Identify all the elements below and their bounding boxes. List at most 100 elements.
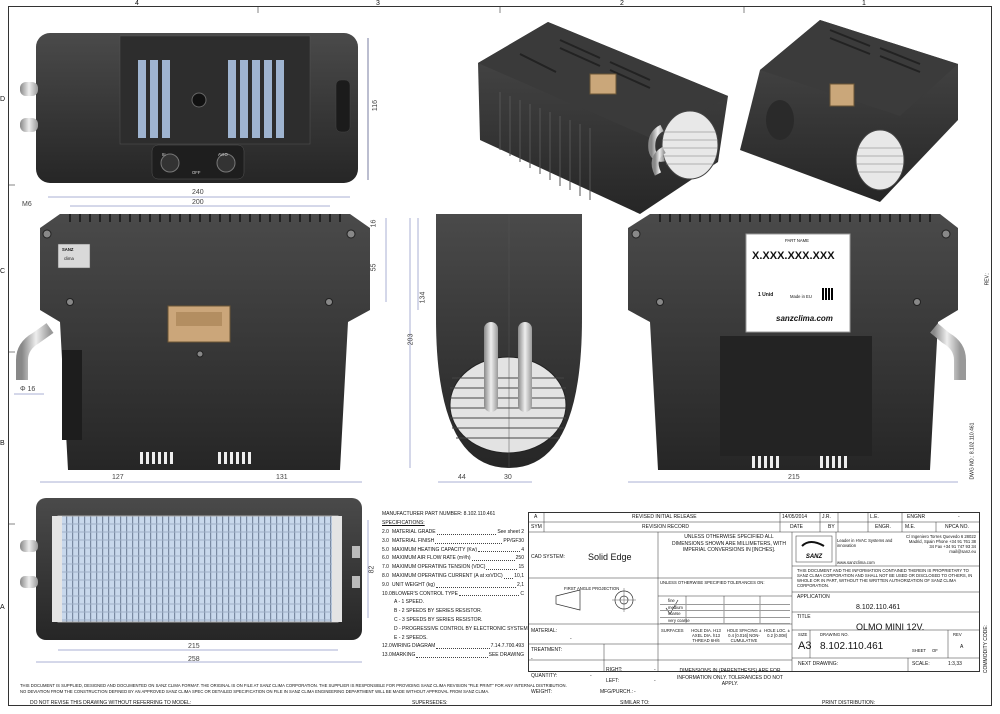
drawing-no-label: DRAWING NO. xyxy=(820,632,849,637)
label-qty: 1 Unid xyxy=(758,292,774,298)
spec-number: 7.0 xyxy=(382,564,389,571)
quantity-value: - xyxy=(590,673,592,679)
zone-row-a: A xyxy=(0,604,5,611)
dim-215-rear: 215 xyxy=(788,474,800,481)
spec-key: MAXIMUM AIR FLOW RATE (m³/h) xyxy=(392,555,471,562)
right-label: RIGHT: xyxy=(606,667,623,673)
drawing-no-value: 8.102.110.461 xyxy=(820,641,884,652)
zone-col-3: 3 xyxy=(376,0,380,7)
dim-phi16: Φ 16 xyxy=(20,386,36,393)
spec-value: 250 xyxy=(515,555,524,562)
dim-203: 203 xyxy=(407,333,415,346)
dim-131: 131 xyxy=(276,474,288,481)
dim-200: 200 xyxy=(192,199,204,206)
footer-notice: THIS DOCUMENT IS SUPPLIED, DESIGNED AND … xyxy=(20,683,567,688)
me-label: M.E. xyxy=(905,524,916,530)
fan-label-2: AVIO xyxy=(218,152,228,157)
spec-leader xyxy=(436,642,490,650)
tolerance-row: coarse xyxy=(660,611,790,618)
spec-value: 7.14.7.700.493 xyxy=(490,643,524,650)
side-view xyxy=(436,214,582,468)
left-label: LEFT: xyxy=(606,678,620,684)
spec-number: 9.0 xyxy=(382,581,389,588)
dimensions-note: DIMENSIONS IN (PARENTHESIS) ARE FOR INFO… xyxy=(677,668,783,687)
sheet-label: SHEET xyxy=(912,648,926,653)
title-value: OLMO MINI 12V. xyxy=(856,622,925,632)
title-block-lines: SANZ xyxy=(528,512,980,672)
top-view xyxy=(20,33,369,183)
dim-240: 240 xyxy=(192,189,204,196)
rev-value: A xyxy=(960,644,964,650)
footer-print-distribution: PRINT DISTRIBUTION: xyxy=(822,700,875,706)
control-type-item: B - 2 SPEEDS BY SERIES RESISTOR. xyxy=(394,608,483,615)
spec-value: 2,1 xyxy=(517,581,524,588)
iso-view-left xyxy=(478,22,728,214)
cad-system-value: Solid Edge xyxy=(588,552,632,562)
dim-44: 44 xyxy=(458,474,466,481)
spec-value: C xyxy=(520,590,524,597)
by-label: BY xyxy=(828,524,835,530)
label-marks: Made in EU xyxy=(790,294,812,299)
proprietary-note: THIS DOCUMENT AND THE INFORMATION CONTAI… xyxy=(797,568,973,588)
control-type-item: E - 2 SPEEDS. xyxy=(394,634,428,641)
dim-16: 16 xyxy=(370,219,378,228)
zone-row-b: B xyxy=(0,440,5,447)
hole-loc-note: HOLE LOC. ± 0.2 [0.008] xyxy=(764,628,790,638)
footer-similar: SIMILAR TO: xyxy=(620,700,650,706)
dim-116: 116 xyxy=(372,99,380,112)
engnr-value: - xyxy=(958,514,960,520)
spec-key: MATERIAL FINISH xyxy=(392,537,435,544)
dim-215-bottom: 215 xyxy=(188,643,200,650)
spec-title: SPECIFICATIONS: xyxy=(382,520,425,526)
hole-spacing-note: HOLE SPACING ± 0.4 [0.016] NON-CUMULATIV… xyxy=(726,628,762,643)
next-drawing-label: NEXT DRAWING: xyxy=(798,661,839,667)
spec-number: 12.0 xyxy=(382,643,392,650)
spec-number: 5.0 xyxy=(382,546,389,553)
tolerance-row: fine xyxy=(660,598,790,605)
company-tagline: Leader in HVAC Systems and innovation xyxy=(837,538,893,548)
control-type-item: A - 1 SPEED. xyxy=(394,599,425,606)
spec-value: See sheet 2 xyxy=(497,529,524,535)
side-dwg-no: DWG NO.: 8.102.110.461 xyxy=(969,422,976,480)
spec-leader xyxy=(471,554,515,562)
cad-system-label: CAD SYSTEM: xyxy=(531,554,565,560)
spec-key: WIRING DIAGRAM xyxy=(392,643,436,650)
npca-label: NPCA NO. xyxy=(945,524,969,530)
fan-label-1: III xyxy=(162,152,166,157)
dim-55: 55 xyxy=(370,263,378,272)
size-value: A3 xyxy=(798,640,812,652)
footer-notice-2: NO DEVIATION FROM THE CONSTRUCTION DEFIN… xyxy=(20,689,490,694)
spec-key: MAXIMUM HEATING CAPACITY (Kw) xyxy=(392,546,478,553)
mfg-label: MFG/PURCH.: xyxy=(600,689,634,695)
spec-value: PP/GF30 xyxy=(503,537,524,544)
zone-col-1: 1 xyxy=(862,0,866,7)
rev-record-label: REVISION RECORD xyxy=(642,524,689,530)
spec-key: BLOWER'S CONTROL TYPE xyxy=(392,590,458,597)
hole-dia-note: HOLE DIA. H13 AXEL DIA. h13 THREAD 6H/6 xyxy=(691,628,721,643)
iso-view-right xyxy=(740,20,958,202)
dim-m6: M6 xyxy=(22,201,32,208)
spec-mpn: MANUFACTURER PART NUMBER: 8.102.110.461 xyxy=(382,511,496,517)
spec-number: 3.0 xyxy=(382,537,389,544)
scale-value: 1:3,33 xyxy=(948,661,962,667)
scale-label: SCALE: xyxy=(912,661,930,667)
spec-leader xyxy=(436,528,497,535)
rev-description: REVISED INITIAL RELEASE xyxy=(632,514,697,520)
dim-127: 127 xyxy=(112,474,124,481)
engnr-label: ENGNR xyxy=(907,514,926,520)
application-label: APPLICATION xyxy=(797,594,830,600)
spec-leader xyxy=(416,651,488,658)
rev-date: 14/05/2014 xyxy=(782,514,808,520)
spec-leader xyxy=(435,537,503,544)
spec-value: 15 xyxy=(518,564,524,571)
spec-value: 4 xyxy=(521,546,524,553)
treatment-value: - xyxy=(531,656,533,662)
front-logo-text: SANZ xyxy=(62,247,74,252)
spec-leader xyxy=(458,590,520,597)
rev-label: REV xyxy=(953,632,962,637)
surfaces-label: SURFACES xyxy=(661,628,684,633)
